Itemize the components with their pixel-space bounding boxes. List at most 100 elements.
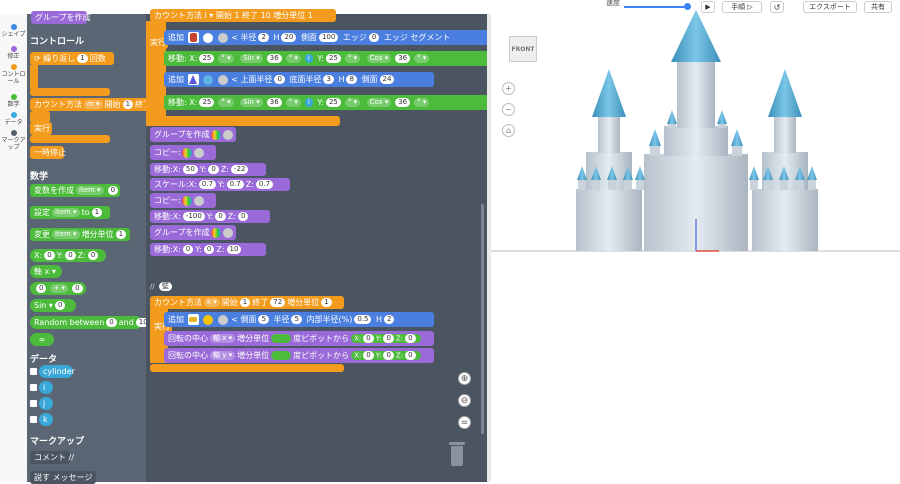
category-shape[interactable]: シェイプ <box>0 24 27 38</box>
x-input[interactable]: 0 <box>363 351 374 360</box>
play-icon[interactable]: ▶ <box>701 1 715 13</box>
comment-text-input[interactable]: 壁 <box>158 282 172 291</box>
data-var-i[interactable]: i <box>39 381 53 394</box>
z-input[interactable]: 0 <box>405 351 416 360</box>
viewer-home-icon[interactable]: ⌂ <box>502 124 515 137</box>
z-input[interactable]: 0 <box>405 334 416 343</box>
top-radius-input[interactable]: 0 <box>274 75 285 84</box>
change-value-input[interactable]: 1 <box>115 230 127 239</box>
yellow-color-swatch[interactable] <box>203 314 214 325</box>
sin-block[interactable]: Sin ▾0 <box>30 299 76 312</box>
viewer-zoom-out-icon[interactable]: − <box>502 103 515 116</box>
operator-dropdown[interactable]: ° ▾ <box>414 54 430 63</box>
collapse-icon[interactable]: < <box>231 315 238 324</box>
data-checkbox-i[interactable] <box>30 384 37 391</box>
y-input[interactable]: 0.7 <box>226 180 244 189</box>
z-input[interactable]: 10 <box>226 245 242 254</box>
pause-block[interactable]: 一時停止 <box>30 146 66 159</box>
bottom-radius-input[interactable]: 3 <box>323 75 334 84</box>
zoom-reset-icon[interactable]: = <box>458 416 471 429</box>
operator-dropdown[interactable]: ° ▾ <box>285 54 301 63</box>
blue-color-swatch[interactable] <box>203 74 214 85</box>
category-control[interactable]: コントロール <box>0 64 27 85</box>
y-input[interactable]: 25 <box>325 54 341 63</box>
operator-dropdown[interactable]: ° ▾ <box>218 98 234 107</box>
group-create-block[interactable]: グループを作成 <box>31 11 91 24</box>
disabled-swatch-icon[interactable] <box>193 195 204 206</box>
disabled-swatch-icon[interactable] <box>217 32 228 43</box>
angle-input[interactable]: 36 <box>395 54 411 63</box>
axis-block[interactable]: 軸 x ▾ <box>30 265 62 278</box>
y-input[interactable]: 0 <box>208 165 219 174</box>
data-checkbox-cylinder[interactable] <box>30 368 37 375</box>
x-input[interactable]: 25 <box>199 54 215 63</box>
export-button[interactable]: エクスポート <box>803 1 857 13</box>
random-min-input[interactable]: 0 <box>106 318 117 327</box>
workspace-scrollbar[interactable] <box>481 204 484 434</box>
speed-slider-handle[interactable] <box>684 3 691 10</box>
x-input[interactable]: 0 <box>44 251 55 260</box>
data-var-j[interactable]: j <box>39 397 53 410</box>
count-var-dropdown[interactable]: m ▾ <box>84 100 103 109</box>
x-input[interactable]: 0 <box>363 334 374 343</box>
zoom-out-icon[interactable]: ⊖ <box>458 394 471 407</box>
move-block-1[interactable]: 移動: X:25° ▾ Sin ▾36° ▾i Y:25° ▾ Cos ▾36°… <box>164 51 494 66</box>
set-value-input[interactable]: 1 <box>91 208 103 217</box>
zoom-in-icon[interactable]: ⊕ <box>458 372 471 385</box>
height-input[interactable]: 8 <box>346 75 357 84</box>
panel-divider[interactable] <box>487 14 491 482</box>
z-input[interactable]: -22 <box>231 165 249 174</box>
y-input[interactable]: 0 <box>203 245 215 254</box>
var-i-pill[interactable]: i <box>304 54 313 63</box>
data-var-cylinder[interactable]: cylinder <box>39 365 75 378</box>
operand-a-input[interactable]: 0 <box>36 284 47 293</box>
radius-input[interactable]: 5 <box>291 315 302 324</box>
cos-dropdown[interactable]: Cos ▾ <box>366 98 392 107</box>
data-var-k[interactable]: k <box>39 413 53 426</box>
copy-block-1[interactable]: コピー: <box>150 145 216 160</box>
3d-viewer[interactable]: FRONT + − ⌂ <box>491 10 900 482</box>
loop-block-top[interactable]: カウント方法 i ▾ 開始 1 終了 10 増分単位 1 <box>150 9 336 22</box>
y-input[interactable]: 0 <box>215 212 226 221</box>
angle-input[interactable]: 36 <box>395 98 411 107</box>
category-data[interactable]: データ <box>0 112 27 126</box>
sin-dropdown[interactable]: Sin ▾ <box>34 301 53 310</box>
share-button[interactable]: 共有 <box>864 1 892 13</box>
x-input[interactable]: 0.7 <box>198 180 217 189</box>
y-input[interactable]: 0 <box>65 251 76 260</box>
white-color-swatch[interactable] <box>203 32 214 43</box>
sides-input[interactable]: 5 <box>258 315 269 324</box>
operator-dropdown[interactable]: ° ▾ <box>218 54 234 63</box>
z-input[interactable]: 0 <box>87 251 99 260</box>
operator-dropdown[interactable]: + ▾ <box>50 284 69 293</box>
operand-b-input[interactable]: 0 <box>72 284 83 293</box>
disabled-swatch-icon[interactable] <box>193 147 204 158</box>
group-create-block[interactable]: グループを作成 <box>150 127 236 142</box>
trash-icon[interactable] <box>449 442 465 467</box>
x-input[interactable]: 0 <box>182 245 194 254</box>
collapse-icon[interactable]: < <box>231 75 238 84</box>
loop-var-dropdown[interactable]: k ▾ <box>204 298 220 307</box>
copy-block-2[interactable]: コピー: <box>150 193 216 208</box>
disabled-swatch-icon[interactable] <box>222 227 233 238</box>
x-input[interactable]: 50 <box>182 165 198 174</box>
y-input[interactable]: 25 <box>325 98 341 107</box>
move-block-2[interactable]: 移動: X:25° ▾ Sin ▾36° ▾i Y:25° ▾ Cos ▾36°… <box>164 95 494 110</box>
axis-dropdown[interactable]: 軸 x ▾ <box>210 334 236 343</box>
rainbow-color-icon[interactable] <box>181 147 192 158</box>
sin-dropdown[interactable]: Sin ▾ <box>240 54 263 63</box>
start-input[interactable]: 1 <box>239 298 251 307</box>
angle-slot[interactable] <box>271 334 292 343</box>
axis-dropdown[interactable]: 軸 y ▾ <box>210 351 236 360</box>
y-input[interactable]: 0 <box>383 334 394 343</box>
undo-icon[interactable]: ↺ <box>770 1 784 13</box>
var-i-pill[interactable]: i <box>304 98 313 107</box>
edge-input[interactable]: 0 <box>368 33 380 42</box>
